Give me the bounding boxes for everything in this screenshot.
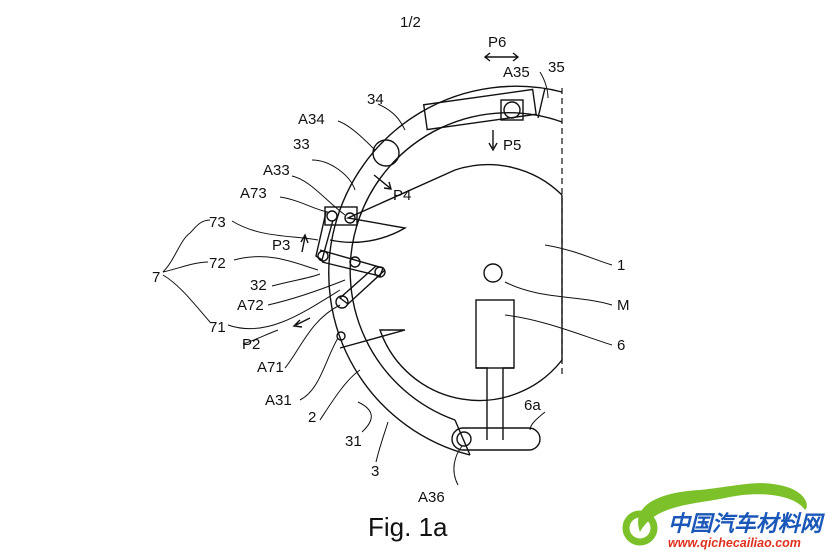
leader-lines bbox=[162, 71, 613, 486]
label-p4: P4 bbox=[393, 187, 411, 204]
label-6a: 6a bbox=[524, 397, 541, 414]
label-34: 34 bbox=[367, 91, 384, 108]
label-33: 33 bbox=[293, 136, 310, 153]
label-a72: A72 bbox=[237, 297, 264, 314]
label-6: 6 bbox=[617, 337, 625, 354]
label-32: 32 bbox=[250, 277, 267, 294]
slot-35 bbox=[422, 88, 537, 131]
label-a35: A35 bbox=[503, 64, 530, 81]
label-a34: A34 bbox=[298, 111, 325, 128]
label-1: 1 bbox=[617, 257, 625, 274]
watermark-url: www.qichecailiao.com bbox=[668, 536, 801, 550]
label-2: 2 bbox=[308, 409, 316, 426]
sheet-number: 1/2 bbox=[400, 14, 421, 31]
label-3: 3 bbox=[371, 463, 379, 480]
label-a31: A31 bbox=[265, 392, 292, 409]
label-71: 71 bbox=[209, 319, 226, 336]
label-31: 31 bbox=[345, 433, 362, 450]
label-a71: A71 bbox=[257, 359, 284, 376]
label-a73: A73 bbox=[240, 185, 267, 202]
direction-arrows bbox=[292, 52, 520, 328]
label-72: 72 bbox=[209, 255, 226, 272]
ring-3 bbox=[328, 85, 563, 456]
label-p5: P5 bbox=[503, 137, 521, 154]
label-m: M bbox=[617, 297, 630, 314]
pin-a34 bbox=[372, 139, 400, 167]
watermark-name: 中国汽车材料网 bbox=[668, 511, 825, 537]
label-p2: P2 bbox=[242, 336, 260, 353]
linkage-7 bbox=[315, 206, 386, 341]
pin-a35 bbox=[503, 101, 521, 119]
figure-caption: Fig. 1a bbox=[368, 512, 448, 542]
label-a33: A33 bbox=[263, 162, 290, 179]
label-p6: P6 bbox=[488, 34, 506, 51]
center-m bbox=[483, 263, 503, 283]
label-35: 35 bbox=[548, 59, 565, 76]
watermark-logo: 中国汽车材料网 www.qichecailiao.com bbox=[622, 483, 825, 550]
part-6 bbox=[451, 299, 541, 451]
label-p3: P3 bbox=[272, 237, 290, 254]
label-7: 7 bbox=[152, 269, 160, 286]
pin-a35-housing bbox=[500, 99, 524, 121]
label-73: 73 bbox=[209, 214, 226, 231]
disc-1 bbox=[329, 163, 563, 402]
label-a36: A36 bbox=[418, 489, 445, 506]
